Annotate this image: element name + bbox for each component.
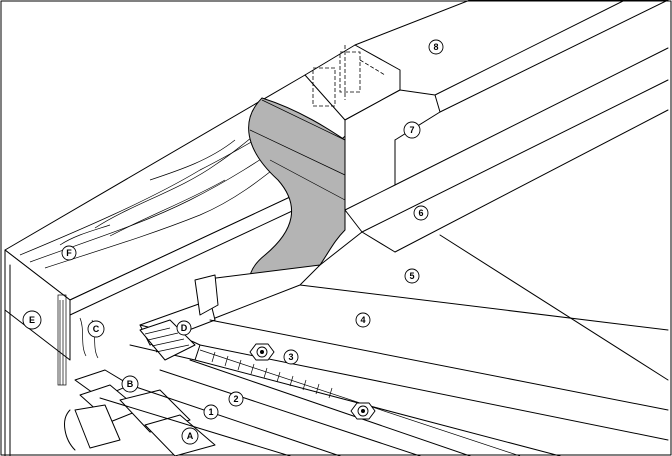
roof-deck-joists	[64, 359, 471, 456]
callout-4: 4	[355, 312, 371, 328]
callout-6-label: 6	[418, 208, 423, 218]
callout-c-label: C	[93, 324, 100, 334]
callout-f-label: F	[66, 248, 72, 258]
wall-sheathing	[4, 261, 67, 456]
callout-7: 7	[403, 121, 421, 139]
callout-b: B	[121, 375, 139, 393]
callout-7-label: 7	[409, 125, 414, 135]
callout-2: 2	[228, 391, 244, 407]
callout-e-label: E	[29, 315, 35, 325]
callout-b-label: B	[127, 379, 134, 389]
callout-a-label: A	[187, 431, 194, 441]
callout-1-label: 1	[208, 407, 213, 417]
callout-6: 6	[413, 205, 429, 221]
callout-a: A	[181, 427, 199, 445]
upper-roof-lines	[299, 0, 669, 381]
callout-5: 5	[404, 268, 420, 284]
callout-8-label: 8	[433, 42, 438, 52]
callout-1: 1	[203, 404, 219, 420]
callout-d-label: D	[181, 323, 188, 333]
callout-5-label: 5	[409, 271, 414, 281]
callout-3-label: 3	[288, 352, 293, 362]
insulation-hatching	[211, 351, 333, 399]
callout-8: 8	[428, 39, 444, 55]
callout-4-label: 4	[360, 315, 365, 325]
callout-d: D	[176, 320, 192, 336]
fastener-1	[249, 343, 275, 361]
callout-3: 3	[283, 349, 299, 365]
callout-f: F	[61, 245, 77, 261]
fastener-2	[350, 402, 376, 420]
callout-c: C	[87, 320, 105, 338]
fascia-board	[304, 0, 471, 121]
cant-hatching	[144, 327, 190, 353]
callout-e: E	[22, 310, 42, 330]
callout-2-label: 2	[233, 394, 238, 404]
cant-strip	[139, 274, 219, 361]
